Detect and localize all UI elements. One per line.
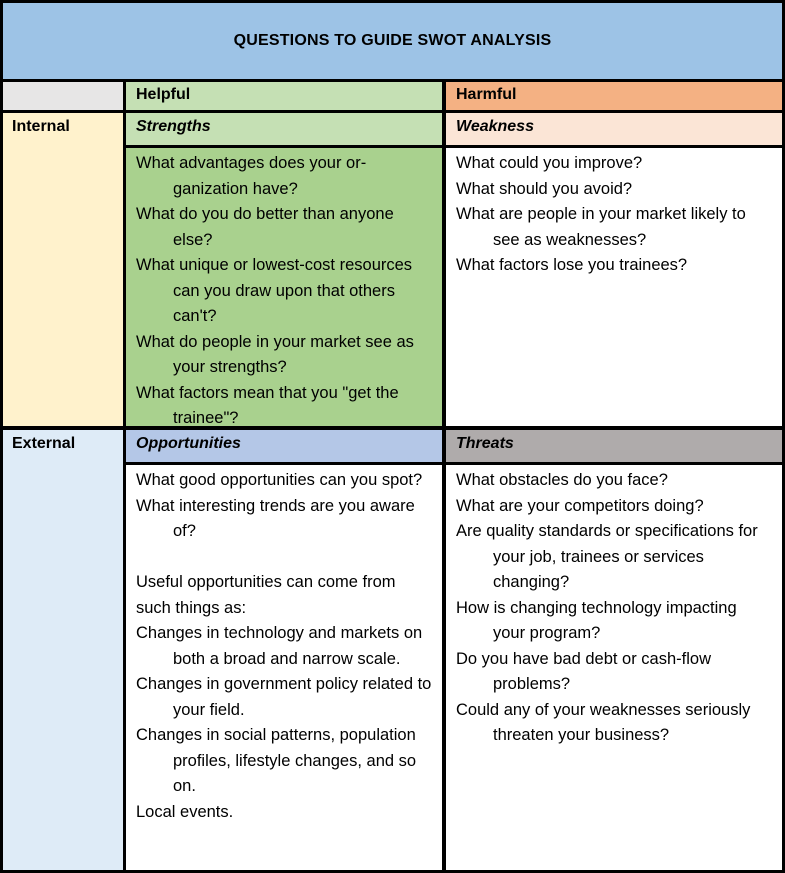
strengths-question: What do people in your market see as you… bbox=[136, 332, 414, 377]
threats-heading: Threats bbox=[446, 430, 782, 462]
opportunities-body: What good opportunities can you spot? Wh… bbox=[126, 465, 442, 870]
spacer bbox=[136, 545, 432, 571]
strengths-heading: Strengths bbox=[126, 113, 442, 145]
weakness-question: What could you improve? bbox=[456, 154, 643, 172]
strengths-question: What do you do better than any­one else? bbox=[136, 205, 394, 249]
threats-question: How is changing technology im­pacting yo… bbox=[456, 598, 737, 643]
threats-question: Are quality standards or specifica­tions… bbox=[456, 522, 758, 591]
opportunities-question: What good opportunities can you spot? bbox=[136, 471, 423, 489]
opportunity-source: Changes in social patterns, popula­tion … bbox=[136, 726, 417, 795]
weakness-question: What are people in your market like­ly t… bbox=[456, 205, 746, 249]
opportunity-local-events: Local events. bbox=[136, 802, 234, 821]
opportunities-question: What interesting trends are you aware of… bbox=[136, 496, 415, 541]
weakness-body: What could you improve? What should you … bbox=[446, 148, 782, 426]
row-header-external: External bbox=[3, 430, 123, 870]
threats-question: What are your competitors doing? bbox=[456, 496, 704, 515]
weakness-heading: Weakness bbox=[446, 113, 782, 145]
opportunities-intro: Useful opportunities can come from such … bbox=[136, 573, 396, 617]
row-header-internal: Internal bbox=[3, 113, 123, 426]
column-header-helpful: Helpful bbox=[126, 82, 442, 110]
threats-question: Could any of your weaknesses seri­ously … bbox=[456, 700, 751, 745]
column-header-harmful: Harmful bbox=[446, 82, 782, 110]
weakness-question: What factors lose you trainees? bbox=[456, 256, 688, 274]
opportunity-source: Changes in technology and mar­kets on bo… bbox=[136, 624, 423, 668]
table-title: QUESTIONS TO GUIDE SWOT ANALYSIS bbox=[3, 3, 782, 79]
opportunities-heading: Opportunities bbox=[126, 430, 442, 462]
strengths-question: What unique or lowest-cost re­sources ca… bbox=[136, 256, 413, 325]
strengths-question: What factors mean that you "get the trai… bbox=[136, 383, 399, 427]
opportunity-source: Changes in government policy related to … bbox=[136, 675, 432, 719]
corner-cell bbox=[3, 82, 123, 110]
threats-body: What obstacles do you face? What are you… bbox=[446, 465, 782, 870]
threats-question: What obstacles do you face? bbox=[456, 471, 668, 489]
strengths-body: What advantages does your or­ganization … bbox=[126, 148, 442, 426]
strengths-question: What advantages does your or­ganization … bbox=[136, 154, 367, 198]
threats-question: Do you have bad debt or cash-flow proble… bbox=[456, 649, 711, 694]
weakness-question: What should you avoid? bbox=[456, 179, 633, 198]
